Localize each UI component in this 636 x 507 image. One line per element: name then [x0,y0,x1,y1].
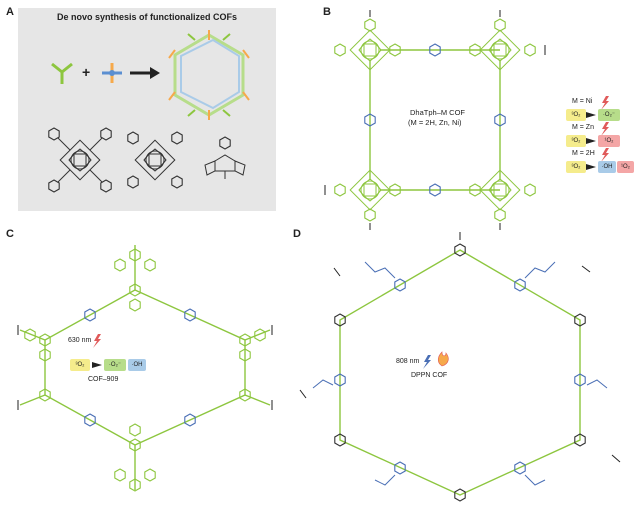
metal-row-zn-label: M = Zn [572,124,594,131]
lightning-icon-d [423,355,431,369]
dhatph-cof-label: DhaTph–M COF [410,108,466,117]
dppn-cof-label: DPPN COF [411,372,448,379]
dhatph-metals-label: (M = 2H, Zn, Ni) [408,118,462,127]
framework-icon [168,30,250,120]
2h-extra-chip: ¹O₂ [617,161,634,173]
tripod-monomer-icon [51,62,73,84]
metal-row-2h-label: M = 2H [572,150,595,157]
c-to-chip: ·O₂⁻ [104,359,126,371]
lightning-icon-c [93,334,101,348]
lightning-icon-b3 [601,148,609,162]
zn-from-chip: ³O₂ [566,135,586,147]
wavelength-808-label: 808 nm [396,358,420,365]
ni-to-chip: ·O₂⁻ [598,109,620,121]
bodipy-molecule-icon [204,136,246,179]
porphyrin-molecule-icon [48,127,112,193]
metal-row-ni-label: M = Ni [572,98,593,105]
plus-sign: + [82,64,91,80]
panel-c-letter: C [6,228,14,240]
c-from-chip: ³O₂ [70,359,90,371]
panel-a-title: De novo synthesis of functionalized COFs [56,12,238,22]
ni-from-chip: ³O₂ [566,109,586,121]
2h-to-chip: ·OH [598,161,616,173]
wavelength-630-label: 630 nm [68,337,92,344]
panel-b-graphics [324,10,546,230]
cross-monomer-icon [102,63,122,83]
cof-909-label: COF–909 [88,376,119,383]
panel-a-graphics [48,30,250,193]
panel-d-letter: D [293,228,301,240]
panel-d-graphics [299,232,621,502]
2h-from-chip: ³O₂ [566,161,586,173]
panel-c-graphics [17,245,273,492]
flame-icon [437,351,449,367]
panel-b-letter: B [323,6,331,18]
lightning-icon-b2 [601,122,609,136]
phthalocyanine-molecule-icon [127,131,183,189]
c-extra-chip: ·OH [128,359,146,371]
zn-to-chip: ¹O₂ [598,135,620,147]
arrow-icon [130,67,160,79]
panel-a-letter: A [6,6,14,18]
panel-a-box [18,8,276,211]
lightning-icon-b1 [601,96,609,110]
